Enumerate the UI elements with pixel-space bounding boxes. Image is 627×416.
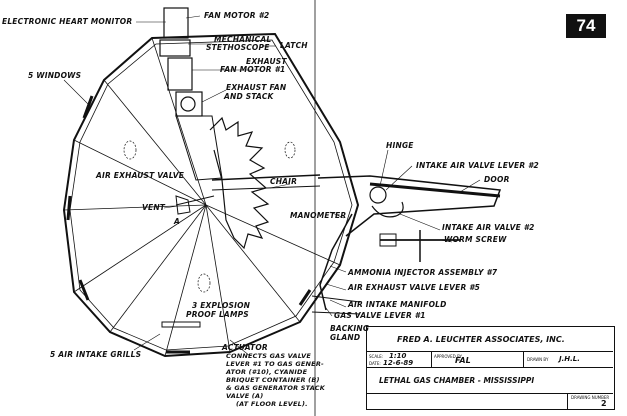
label-air-exhaust-valve-lever-5: AIR EXHAUST VALVE LEVER #5	[348, 283, 481, 292]
label-vent: VENT	[142, 203, 166, 212]
label-hinge: HINGE	[386, 141, 414, 150]
label-air-intake-manifold: AIR INTAKE MANIFOLD	[348, 300, 447, 309]
date-label: DATE:	[369, 361, 381, 366]
air-intake-grill	[161, 321, 201, 328]
label-door: DOOR	[484, 175, 510, 184]
company-name: FRED A. LEUCHTER ASSOCIATES, INC.	[397, 335, 565, 344]
title-block: FRED A. LEUCHTER ASSOCIATES, INC. SCALE:…	[366, 326, 615, 410]
label-proof-lamps: PROOF LAMPS	[186, 310, 249, 319]
chair-shape	[209, 116, 270, 250]
label-vent-a: A	[174, 217, 181, 226]
scale-value: 1:10	[389, 352, 407, 360]
chamber-outer-wall	[62, 32, 360, 358]
label-actuator-line-3: LEVER #1 TO GAS GENER-	[226, 360, 324, 368]
label-backing: BACKING	[330, 324, 370, 333]
chamber-inner-wall	[69, 39, 353, 351]
label-gland: GLAND	[330, 333, 361, 342]
leader-lines	[63, 15, 481, 357]
lamp-1	[123, 140, 137, 160]
label-3-explosion: 3 EXPLOSION	[192, 301, 251, 310]
label-chair: CHAIR	[270, 177, 298, 186]
hinge-shape	[369, 186, 387, 204]
exhaust-stack-shape	[175, 91, 203, 117]
label-actuator-line-2: CONNECTS GAS VALVE	[226, 352, 312, 360]
door-panel	[369, 182, 501, 198]
label-stethoscope: STETHOSCOPE	[206, 43, 270, 52]
label-ammonia-injector: AMMONIA INJECTOR ASSEMBLY #7	[348, 268, 498, 277]
label-actuator-line-5: BRIQUET CONTAINER (B)	[226, 376, 320, 384]
label-mechanical: MECHANICAL	[214, 35, 272, 44]
exhaust-fan-motor-1-shape	[167, 57, 193, 91]
approved-value: FAL	[455, 356, 471, 365]
drawing-number-label: DRAWING NUMBER	[571, 395, 610, 400]
label-exhaust: EXHAUST	[246, 57, 287, 66]
right-wall-shape	[319, 213, 353, 311]
label-worm-screw: WORM SCREW	[444, 235, 507, 244]
scale-label: SCALE:	[369, 354, 384, 359]
window-3	[78, 279, 90, 301]
intake-valve-shape	[371, 201, 404, 218]
window-5	[298, 289, 312, 306]
label-and-stack: AND STACK	[224, 92, 274, 101]
label-electronic-heart-monitor: ELECTRONIC HEART MONITOR	[2, 17, 133, 26]
drawn-value: J.H.L.	[559, 355, 580, 363]
label-intake-air-valve-lever-2: INTAKE AIR VALVE LEVER #2	[416, 161, 539, 170]
drawing-number-value: 2	[601, 399, 607, 408]
label-gas-valve-lever-1: GAS VALVE LEVER #1	[334, 311, 426, 320]
window-1	[82, 95, 94, 119]
label-actuator: ACTUATOR	[222, 343, 268, 352]
page-number-badge: 74	[566, 14, 606, 38]
label-latch: LATCH	[280, 41, 308, 50]
label-actuator-line-8: (AT FLOOR LEVEL).	[236, 400, 308, 408]
drawing-title: LETHAL GAS CHAMBER - MISSISSIPPI	[379, 376, 535, 385]
window-2	[66, 195, 72, 221]
stethoscope-shape	[159, 39, 191, 57]
date-value: 12-6-89	[383, 359, 414, 367]
lamp-3	[284, 141, 296, 159]
door-frame	[317, 175, 502, 237]
fan-motor-2-shape	[163, 7, 189, 39]
label-manometer: MANOMETER	[290, 211, 347, 220]
vent-shape	[175, 195, 191, 215]
label-air-exhaust-valve: AIR EXHAUST VALVE	[96, 171, 185, 180]
lamp-2	[197, 273, 211, 293]
label-actuator-line-6: & GAS GENERATOR STACK	[226, 384, 325, 392]
approved-label: APPROVED BY	[434, 354, 463, 359]
fan-hub-shape	[180, 96, 196, 112]
radial-panels	[63, 37, 341, 357]
label-actuator-line-4: ATOR (#10), CYANIDE	[226, 368, 308, 376]
label-intake-air-valve-2: INTAKE AIR VALVE #2	[442, 223, 535, 232]
label-exhaust-fan: EXHAUST FAN	[226, 83, 287, 92]
label-5-windows: 5 WINDOWS	[28, 71, 82, 80]
label-fan-motor-2: FAN MOTOR #2	[204, 11, 270, 20]
label-fan-motor-1: FAN MOTOR #1	[220, 65, 286, 74]
label-actuator-line-7: VALVE (A)	[226, 392, 264, 400]
label-5-air-intake-grills: 5 AIR INTAKE GRILLS	[50, 350, 142, 359]
intake-manifold-shape	[311, 295, 361, 303]
drawn-label: DRAWN BY	[527, 357, 549, 362]
